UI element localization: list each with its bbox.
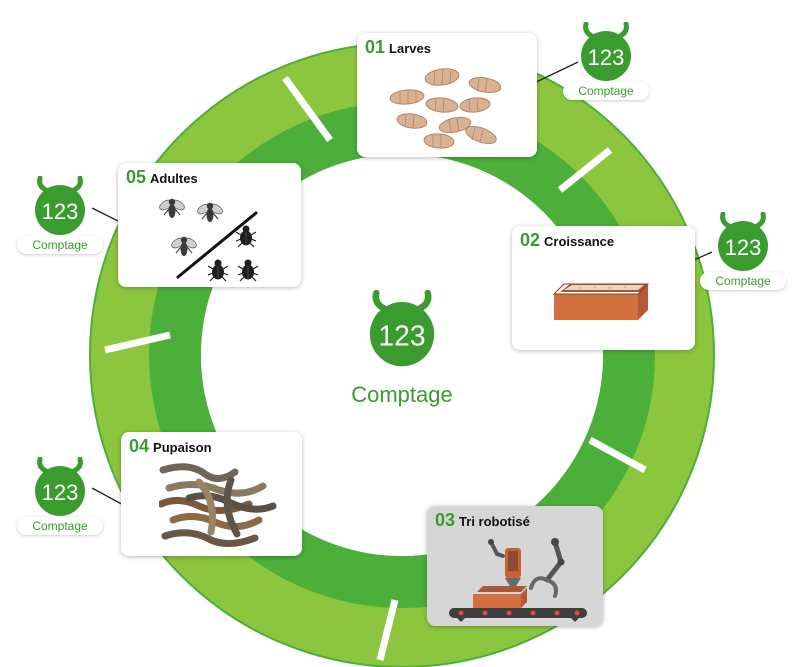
badge-number: 123 — [42, 480, 79, 505]
badge-label: Comptage — [700, 272, 786, 290]
adults-illustration — [158, 197, 259, 282]
step-number: 04 — [129, 436, 150, 456]
comptage-badge-pupaison: 123 Comptage — [12, 457, 108, 537]
beetle-icon — [207, 258, 229, 282]
sorting-robot-icon — [449, 538, 587, 622]
fly-icon — [158, 197, 187, 219]
beetle-icon — [237, 258, 259, 282]
growth-tray-icon — [552, 283, 650, 320]
badge-label: Comptage — [563, 82, 649, 100]
counter-bug-icon: 123 — [35, 176, 85, 235]
counter-bug-icon: 123 — [718, 212, 768, 271]
step-label: Larves — [389, 41, 431, 56]
center-label: Comptage — [351, 382, 453, 407]
comptage-badge-larves: 123 Comptage — [558, 22, 654, 102]
step-number: 03 — [435, 510, 456, 530]
center-counter-bug-icon: 123 — [369, 290, 435, 367]
comptage-badge-adultes: 123 Comptage — [12, 176, 108, 256]
badge-number: 123 — [42, 199, 79, 224]
badge-number: 123 — [588, 45, 625, 70]
step-label: Adultes — [150, 171, 198, 186]
step-label: Pupaison — [153, 440, 212, 455]
fly-icon — [169, 235, 199, 257]
step-label: Tri robotisé — [459, 514, 530, 529]
step-number: 05 — [126, 167, 147, 187]
larva-icon — [389, 68, 502, 149]
step-number: 01 — [365, 37, 386, 57]
badge-number: 123 — [725, 235, 762, 260]
counter-bug-icon: 123 — [581, 22, 631, 81]
comptage-badge-croissance: 123 Comptage — [695, 212, 791, 292]
badge-label: Comptage — [17, 517, 103, 535]
badge-label: Comptage — [17, 236, 103, 254]
center-badge-number: 123 — [378, 320, 425, 352]
counter-bug-icon: 123 — [35, 457, 85, 516]
step-number: 02 — [520, 230, 541, 250]
fly-icon — [195, 201, 225, 223]
pupa-worm-icon — [159, 463, 277, 547]
step-label: Croissance — [544, 234, 615, 249]
